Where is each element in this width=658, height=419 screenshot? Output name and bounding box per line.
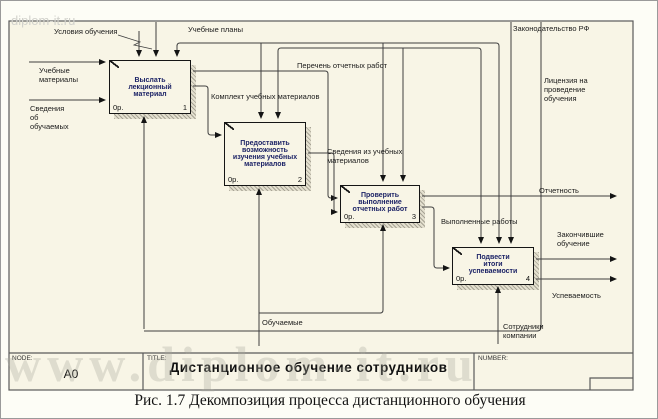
mechanism-arrows bbox=[141, 116, 538, 346]
activity-cost: 0р. bbox=[344, 212, 355, 221]
watermark-small: diplom-it.ru bbox=[11, 13, 76, 28]
activity-cost: 0р. bbox=[113, 103, 124, 112]
label-otchetnost: Отчетность bbox=[539, 186, 579, 195]
label-obuchaemye: Обучаемые bbox=[262, 318, 303, 327]
titleblock-node-value: A0 bbox=[63, 367, 79, 381]
activity-cost: 0р. bbox=[228, 175, 239, 184]
komplekt-line bbox=[193, 85, 222, 138]
squiggle-usloviya bbox=[117, 34, 153, 50]
titleblock-title-value: Дистанционное обучение сотрудников bbox=[169, 360, 448, 375]
activity-box-3: Проверить выполнение отчетных работ 0р. … bbox=[340, 185, 420, 223]
label-uchebnye-plany: Учебные планы bbox=[188, 25, 243, 34]
activity-number: 1 bbox=[182, 103, 187, 112]
label-vypolnennye-raboty: Выполненные работы bbox=[441, 217, 518, 226]
label-zakonodatelstvo: Законодательство РФ bbox=[513, 24, 590, 33]
uchebnye-plany-line bbox=[176, 42, 502, 244]
activity-box-4: Подвести итоги успеваемости 0р. 4 bbox=[452, 247, 534, 285]
activity-box-2: Предоставить возможность изучения учебны… bbox=[224, 122, 306, 186]
litsenziya-line bbox=[536, 22, 542, 332]
label-uspevaemost: Успеваемость bbox=[552, 291, 601, 300]
perechen-line bbox=[193, 70, 338, 201]
label-uchebnye-materialy: Учебные материалы bbox=[39, 66, 78, 84]
titleblock-node-label: NODE: bbox=[12, 355, 33, 362]
figure-caption: Рис. 1.7 Декомпозиция процесса дистанцио… bbox=[134, 392, 526, 409]
label-usloviya-obucheniya: Условия обучения bbox=[54, 27, 118, 36]
activity-box-1: Выслать лекционный материал 0р. 1 bbox=[109, 60, 191, 114]
activity-cost: 0р. bbox=[456, 274, 467, 283]
label-svedeniya-iz-materialov: Сведения из учебных материалов bbox=[327, 147, 403, 165]
label-sotrudniki-kompanii: Сотрудники компании bbox=[503, 322, 544, 340]
label-komplekt-materialov: Комплект учебных материалов bbox=[211, 92, 320, 101]
activity-number: 2 bbox=[297, 175, 302, 184]
flow-arrows bbox=[193, 70, 617, 282]
activity-number: 4 bbox=[525, 274, 530, 283]
label-litsenziya: Лицензия на проведение обучения bbox=[544, 76, 588, 103]
control-arrows bbox=[117, 22, 542, 332]
activity-title: Предоставить возможность изучения учебны… bbox=[232, 140, 298, 168]
label-perechen-otchetnyh-rabot: Перечень отчетных работ bbox=[297, 61, 388, 70]
activity-title: Выслать лекционный материал bbox=[128, 76, 172, 98]
label-svedeniya-ob-obuchaemyh: Сведения об обучаемых bbox=[30, 104, 69, 131]
idef0-frame bbox=[8, 20, 634, 391]
activity-title: Подвести итоги успеваемости bbox=[468, 253, 518, 275]
titleblock-number-label: NUMBER: bbox=[478, 355, 508, 362]
activity-number: 3 bbox=[411, 212, 416, 221]
titleblock-title-label: TITLE: bbox=[147, 355, 167, 362]
input-arrows bbox=[29, 59, 106, 103]
vypolnennye-line bbox=[422, 206, 450, 271]
activity-title: Проверить выполнение отчетных работ bbox=[352, 191, 408, 213]
label-zakonchivshie-obuchenie: Закончившие обучение bbox=[557, 230, 604, 248]
svedeniya-iz-line bbox=[308, 152, 338, 215]
